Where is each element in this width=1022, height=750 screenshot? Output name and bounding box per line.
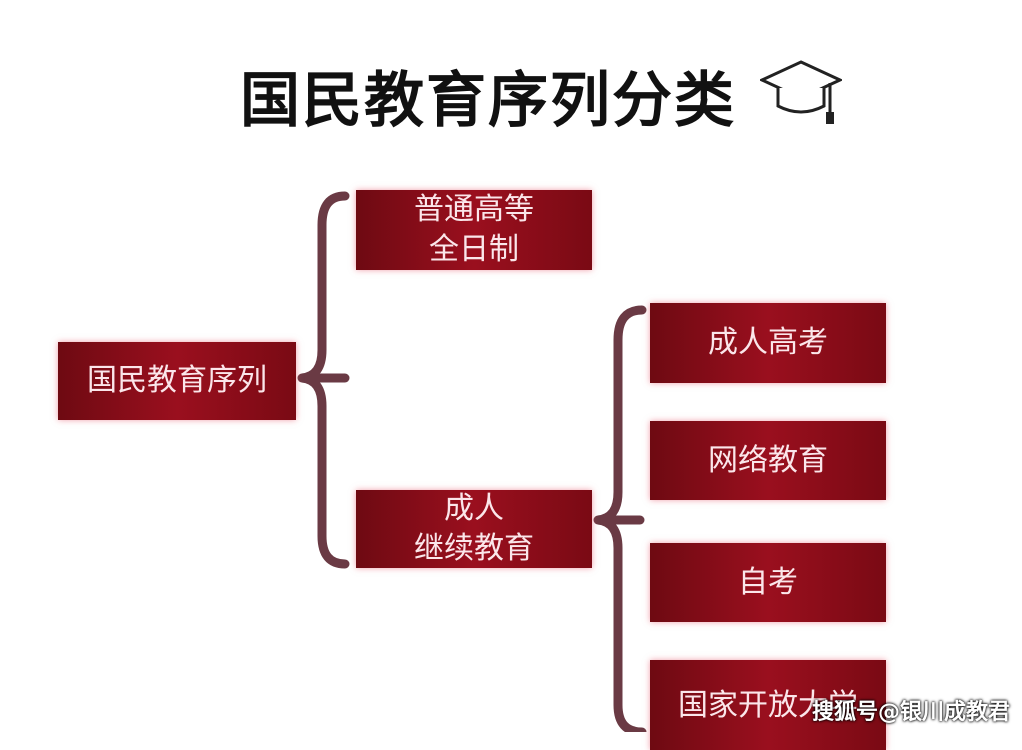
- node-label: 继续教育: [414, 531, 534, 566]
- watermark: 搜狐号@银川成教君: [812, 700, 1011, 725]
- graduation-cap-icon: [760, 60, 842, 124]
- node-root: 国民教育序列: [58, 342, 296, 420]
- node-label: 网络教育: [708, 442, 828, 478]
- node-self-study-exam: 自考: [650, 543, 886, 622]
- node-online-education: 网络教育: [650, 421, 886, 500]
- connector-braces: [297, 191, 647, 732]
- node-label: 国民教育序列: [87, 363, 267, 398]
- node-adult-college-exam: 成人高考: [650, 303, 886, 383]
- node-regular-higher-ed: 普通高等 全日制: [356, 190, 592, 270]
- node-label: 普通高等: [414, 192, 534, 227]
- page-title: 国民教育序列分类: [240, 66, 736, 136]
- node-label: 全日制: [429, 232, 519, 267]
- node-label: 成人高考: [708, 325, 828, 360]
- node-label: 成人: [444, 491, 504, 526]
- node-adult-continuing-ed: 成人 继续教育: [356, 490, 592, 568]
- node-label: 自考: [738, 564, 798, 600]
- node-label: 国家开放大学: [678, 688, 858, 723]
